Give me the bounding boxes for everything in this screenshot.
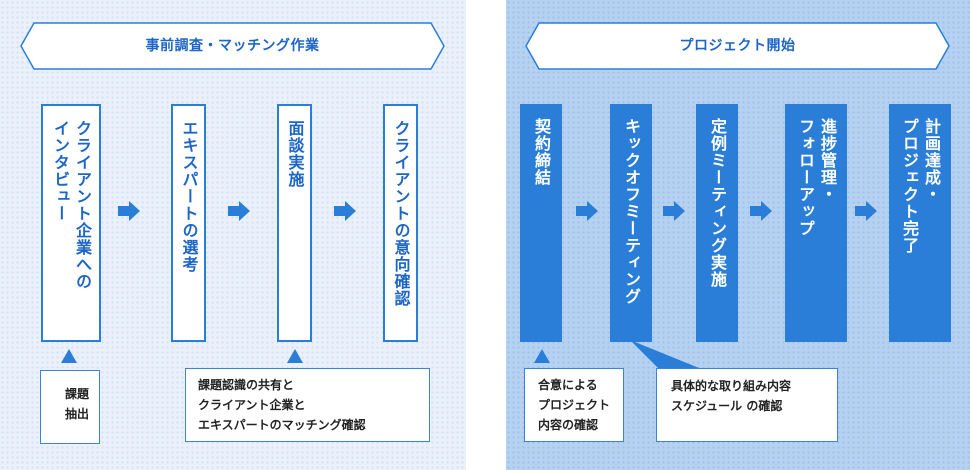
pre-research-title: 事前調査・マッチング作業 xyxy=(145,38,320,54)
step-kickoff-meeting: キックオフミーティング xyxy=(610,104,652,342)
triangle-pointer-icon xyxy=(534,349,550,363)
note-line: プロジェクト xyxy=(538,398,611,412)
step-client-interview: クライアント企業への インタビュー xyxy=(41,104,101,342)
step-label: エキスパートの選考 xyxy=(179,120,199,273)
project-start-panel: プロジェクト開始 契約締結 キックオフミーティング 定例ミーティング実施 進捗管… xyxy=(506,0,970,470)
arrow-right-icon xyxy=(576,201,598,221)
step-contract: 契約締結 xyxy=(520,104,562,342)
callout-pointer-icon xyxy=(630,340,704,370)
note-matching-confirmation: 課題認識の共有と クライアント企業と エキスパートのマッチング確認 xyxy=(185,368,430,442)
note-line: 具体的な取り組み内容 xyxy=(671,379,792,393)
pre-research-banner: 事前調査・マッチング作業 xyxy=(20,22,445,70)
note-schedule-confirmation: 具体的な取り組み内容 スケジュール の確認 xyxy=(656,368,838,442)
note-line: 抽出 xyxy=(65,407,90,421)
pre-research-panel: 事前調査・マッチング作業 クライアント企業への インタビュー エキスパートの選考… xyxy=(0,0,466,470)
step-label: 計画達成・ プロジェクト完了 xyxy=(900,118,941,254)
note-line: クライアント企業と xyxy=(198,398,306,412)
step-label: キックオフミーティング xyxy=(622,118,641,305)
arrow-right-icon xyxy=(750,201,772,221)
step-client-intent-check: クライアントの意向確認 xyxy=(383,104,418,342)
banner-hexagon-shape xyxy=(20,22,445,70)
note-line: 合意による xyxy=(538,378,598,392)
note-line: 内容の確認 xyxy=(538,418,599,432)
arrow-right-icon xyxy=(118,201,140,221)
step-interview-meeting: 面談実施 xyxy=(277,104,312,342)
note-issue-extraction: 課題 抽出 xyxy=(40,370,100,444)
arrow-right-icon xyxy=(855,201,877,221)
note-line: エキスパートのマッチング確認 xyxy=(198,418,366,432)
step-regular-meetings: 定例ミーティング実施 xyxy=(696,104,738,342)
triangle-pointer-icon xyxy=(61,349,77,363)
project-start-title: プロジェクト開始 xyxy=(679,38,796,54)
step-label: 契約締結 xyxy=(532,118,551,186)
note-agreement-confirmation: 合意による プロジェクト 内容の確認 xyxy=(524,368,624,442)
note-line: スケジュール の確認 xyxy=(671,399,783,413)
project-start-banner: プロジェクト開始 xyxy=(525,22,950,70)
triangle-pointer-icon xyxy=(287,349,303,363)
step-label: 進捗管理・ フォローアップ xyxy=(796,118,837,237)
step-project-complete: 計画達成・ プロジェクト完了 xyxy=(889,104,951,342)
step-progress-followup: 進捗管理・ フォローアップ xyxy=(785,104,847,342)
step-label: 定例ミーティング実施 xyxy=(708,118,727,288)
step-expert-selection: エキスパートの選考 xyxy=(171,104,206,342)
step-label: クライアントの意向確認 xyxy=(391,120,411,307)
note-line: 課題 xyxy=(65,387,90,401)
step-label: 面談実施 xyxy=(285,120,305,188)
banner-hexagon-shape xyxy=(525,22,950,70)
arrow-right-icon xyxy=(663,201,685,221)
note-line: 課題認識の共有と xyxy=(198,378,295,392)
arrow-right-icon xyxy=(334,201,356,221)
step-label: クライアント企業への インタビュー xyxy=(51,120,92,290)
arrow-right-icon xyxy=(228,201,250,221)
